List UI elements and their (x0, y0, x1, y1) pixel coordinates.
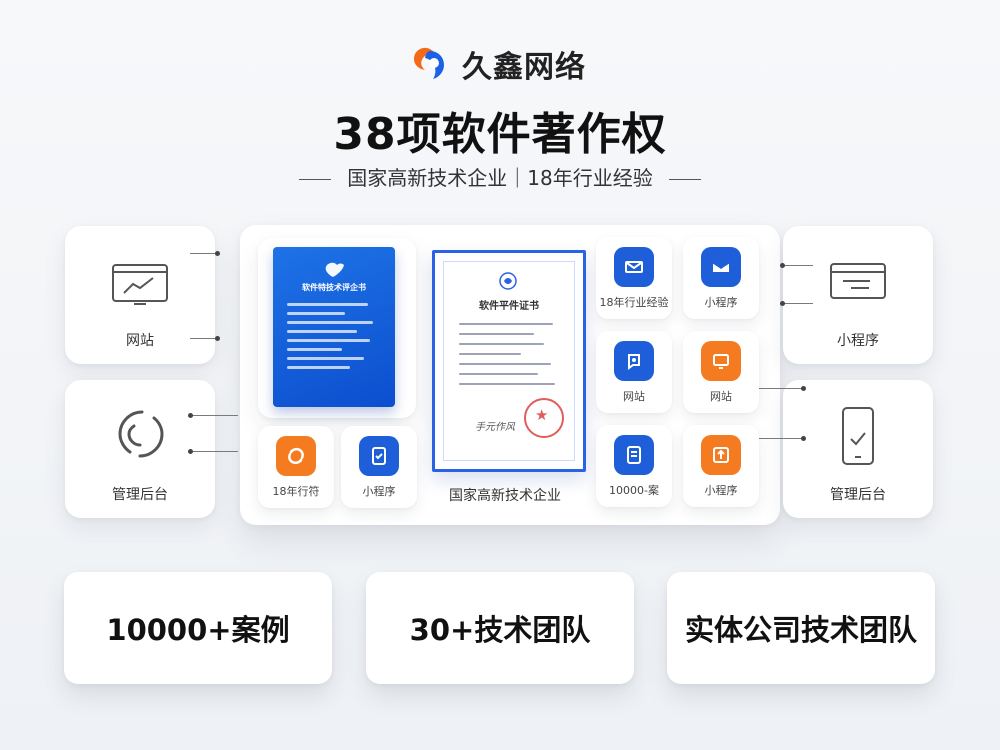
left-bottom-connector-1 (188, 413, 238, 418)
left-certificate-title: 软件特技术评企书 (302, 283, 366, 292)
right-bottom-connector-1 (756, 386, 806, 391)
right-top-connector-1 (780, 263, 813, 268)
stat-card-cases: 10000+案例 (64, 572, 332, 684)
tile-experience-label: 18年行业经验 (599, 296, 669, 309)
tile-mini-program-top: 小程序 (683, 237, 759, 319)
right-card-admin-label: 管理后台 (830, 487, 886, 503)
tile-experience: 18年行业经验 (596, 237, 672, 319)
stat-card-team: 30+技术团队 (366, 572, 634, 684)
left-card-website: 网站 (65, 226, 215, 364)
tile-cases: 10000-案 (596, 425, 672, 507)
tile-website-orange-label: 网站 (710, 390, 732, 403)
stat-card-company-text: 实体公司技术团队 (684, 613, 917, 647)
tile-website-blue-label: 网站 (623, 390, 645, 403)
tile-mini-program-left-label: 小程序 (362, 485, 396, 498)
left-card-admin: 管理后台 (65, 380, 215, 518)
certificate-inner-border (443, 261, 575, 461)
orange-upload-icon (701, 435, 741, 475)
tile-mini-program-top-label: 小程序 (704, 296, 738, 309)
certificate-caption: 国家高新技术企业 (449, 488, 561, 504)
software-copyright-certificate: 软件平件证书 手元作风 ★ (432, 250, 586, 472)
blue-mail-icon (614, 247, 654, 287)
subtitle-text: 国家高新技术企业｜18年行业经验 (347, 166, 653, 190)
page-title: 38项软件著作权 (333, 109, 667, 160)
left-certificate-lines (287, 303, 381, 375)
tile-mini-program-bottom-label: 小程序 (704, 484, 738, 497)
right-card-mini-program: 小程序 (783, 226, 933, 364)
swirl-logo-icon (118, 410, 164, 458)
main-certificate-title: 软件平件证书 (479, 301, 539, 312)
page-subtitle: 国家高新技术企业｜18年行业经验 (0, 162, 1000, 191)
brand-logo: 久鑫网络 (410, 42, 586, 86)
tile-mini-program-bottom: 小程序 (683, 425, 759, 507)
main-certificate-lines (459, 323, 563, 393)
tile-cases-label: 10000-案 (609, 484, 659, 497)
left-top-connector-2 (190, 336, 220, 341)
tile-industry-left-label: 18年行符 (272, 485, 320, 498)
blue-doc-icon (614, 435, 654, 475)
official-seal-icon: ★ (524, 398, 564, 438)
right-card-mini-program-label: 小程序 (837, 333, 879, 349)
seal-star-icon: ★ (535, 406, 549, 424)
blue-envelope-icon (701, 247, 741, 287)
certificate-signature: 手元作风 (475, 422, 515, 433)
subtitle-right-divider (669, 179, 702, 180)
subtitle-left-divider (298, 179, 331, 180)
orange-screen-icon (701, 341, 741, 381)
tile-industry-left: 18年行符 (258, 426, 334, 508)
right-card-admin: 管理后台 (783, 380, 933, 518)
software-certificate-left: 软件特技术评企书 (273, 247, 395, 407)
terminal-window-icon (830, 263, 886, 299)
tile-mini-program-left: 小程序 (341, 426, 417, 508)
monitor-chart-icon (112, 264, 168, 305)
brand-name: 久鑫网络 (462, 50, 586, 85)
mobile-check-icon (842, 407, 874, 465)
brand-mark-icon (414, 47, 444, 79)
stat-card-company: 实体公司技术团队 (667, 572, 935, 684)
blue-check-card-icon (359, 436, 399, 476)
left-card-admin-label: 管理后台 (112, 487, 168, 503)
right-top-connector-2 (780, 301, 813, 306)
certificate-emblem-icon (499, 272, 517, 290)
stat-card-team-text: 30+技术团队 (409, 613, 591, 647)
orange-swirl-icon (276, 436, 316, 476)
right-bottom-connector-2 (756, 436, 806, 441)
left-bottom-connector-2 (188, 449, 238, 454)
blue-chat-icon (614, 341, 654, 381)
left-top-connector-1 (190, 251, 220, 256)
left-card-website-label: 网站 (126, 333, 154, 349)
tile-website-orange: 网站 (683, 331, 759, 413)
stat-card-cases-text: 10000+案例 (106, 613, 290, 647)
tile-website-blue: 网站 (596, 331, 672, 413)
certificate-logo-icon (325, 262, 344, 277)
